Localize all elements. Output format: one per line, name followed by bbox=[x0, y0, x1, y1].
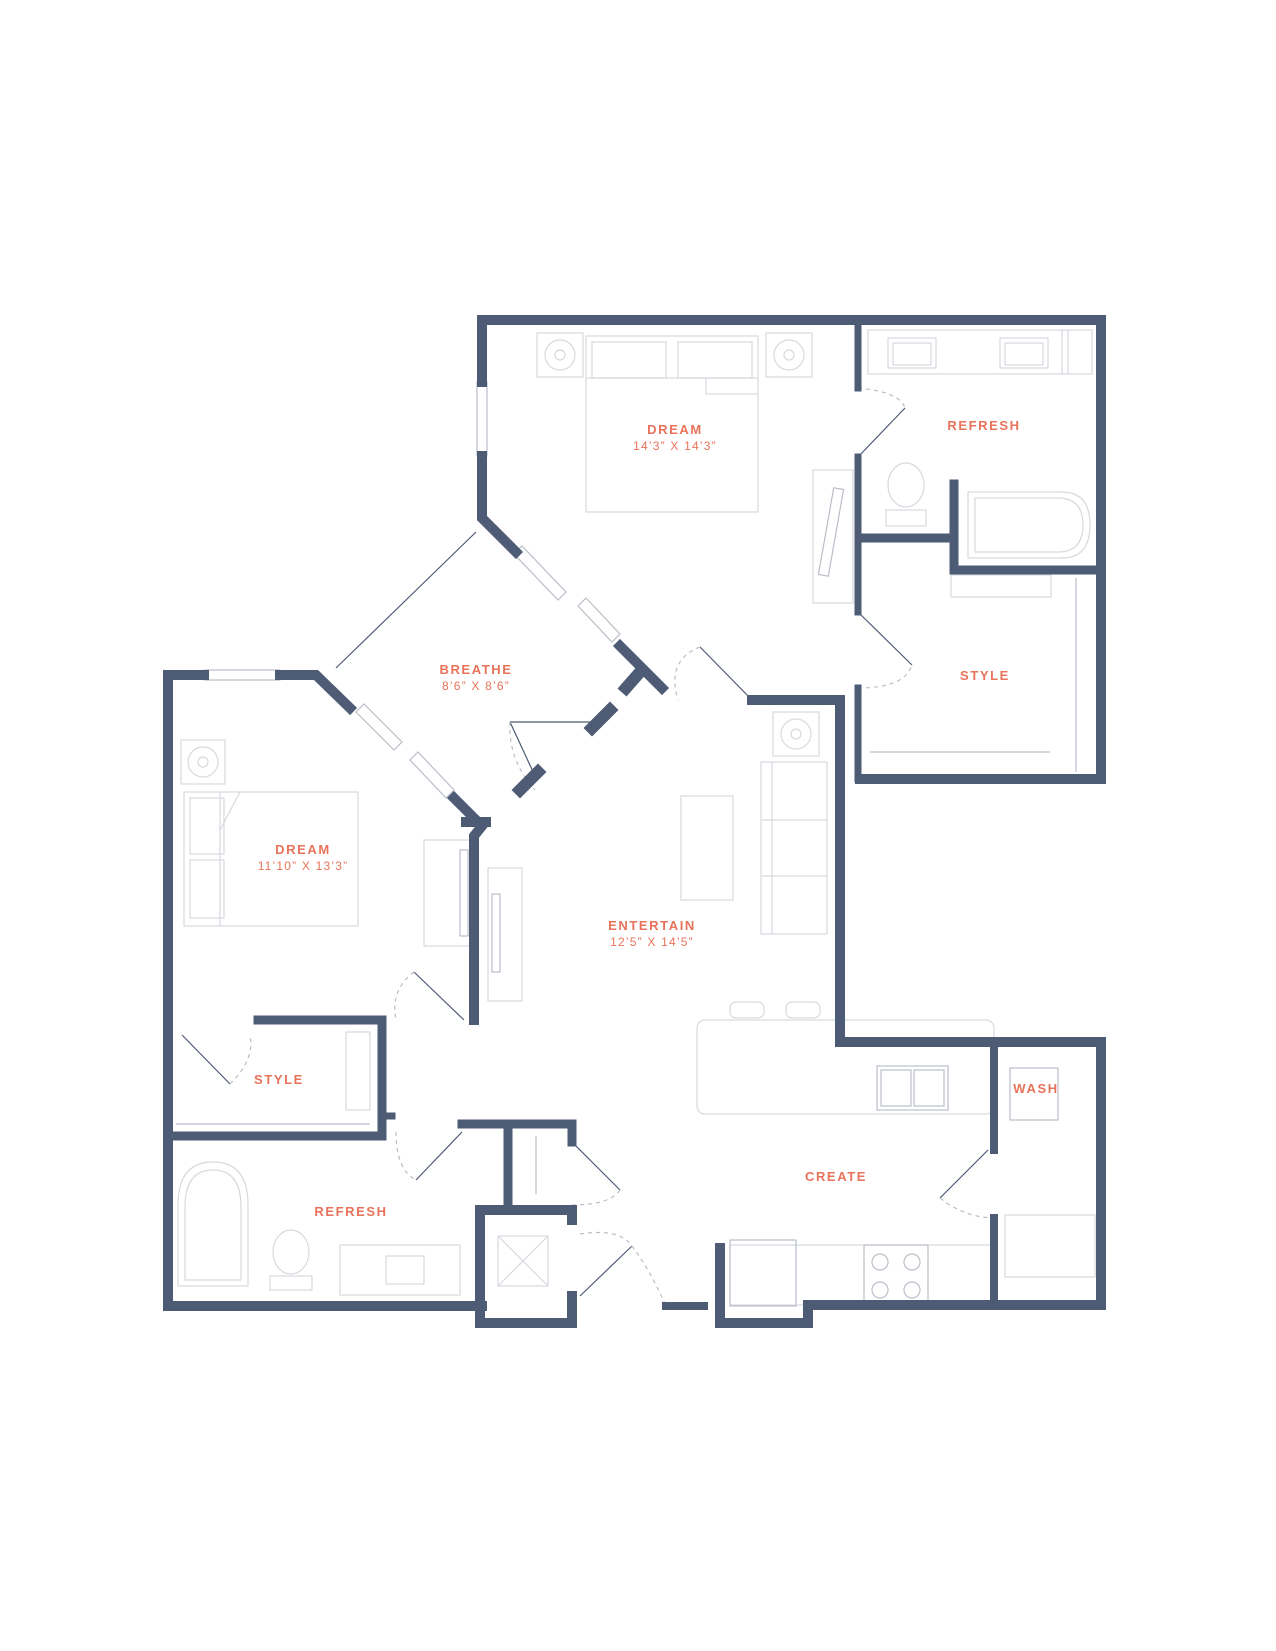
window-breathe-north-1 bbox=[513, 545, 567, 601]
door-primary-bath[interactable] bbox=[857, 407, 906, 458]
door-primary-bedroom[interactable] bbox=[699, 646, 753, 701]
bed-secondary bbox=[183, 791, 359, 927]
room-name-wash: WASH bbox=[1013, 1081, 1058, 1096]
coffee-table bbox=[680, 795, 734, 901]
linen-cabinet-primary bbox=[1061, 329, 1093, 375]
window-breathe-south-2 bbox=[409, 751, 455, 799]
closet-shelf-secondary bbox=[345, 1031, 371, 1111]
wall-breathe-stub-2 bbox=[583, 701, 619, 737]
room-name-create: CREATE bbox=[805, 1169, 867, 1184]
closet-shelf-primary bbox=[950, 574, 1052, 598]
toilet-primary bbox=[885, 462, 927, 527]
door-laundry[interactable] bbox=[939, 1149, 989, 1199]
door-secondary-bath[interactable] bbox=[415, 1131, 463, 1181]
toilet-secondary bbox=[269, 1229, 313, 1291]
wall-secondary-diag bbox=[446, 790, 489, 1025]
range-cooktop bbox=[863, 1244, 929, 1306]
room-name-breathe: BREATHE bbox=[439, 662, 512, 677]
vanity-secondary bbox=[339, 1244, 461, 1296]
wall-secondary-north-2 bbox=[275, 670, 358, 716]
water-heater bbox=[497, 1235, 549, 1287]
bar-stool-1 bbox=[729, 1001, 765, 1019]
room-labels: DREAM 14’3” X 14’3” REFRESH STYLE BREATH… bbox=[254, 418, 1058, 1219]
walls-layer bbox=[163, 315, 1106, 1328]
wall-mech-closet bbox=[475, 1205, 577, 1311]
bathtub-secondary bbox=[177, 1161, 249, 1287]
room-dim-breathe: 8’6” X 8’6” bbox=[442, 679, 510, 693]
room-name-style-primary: STYLE bbox=[960, 668, 1010, 683]
dresser-secondary bbox=[423, 839, 471, 947]
room-name-entertain: ENTERTAIN bbox=[608, 918, 696, 933]
tv-secondary bbox=[459, 849, 469, 937]
wall-living-east bbox=[747, 695, 1106, 1310]
wall-breathe-stub-1 bbox=[617, 663, 649, 697]
wall-primary-north bbox=[477, 315, 1106, 784]
nightstand-left bbox=[536, 332, 584, 378]
door-entry[interactable] bbox=[579, 1245, 633, 1297]
doors-layer bbox=[181, 387, 997, 1307]
wall-secondary-north bbox=[163, 670, 487, 1311]
vanity-counter-primary bbox=[867, 329, 1069, 375]
room-name-dream-secondary: DREAM bbox=[275, 842, 331, 857]
nightstand-right bbox=[765, 332, 813, 378]
sink-primary-2 bbox=[999, 337, 1049, 369]
bar-stool-2 bbox=[785, 1001, 821, 1019]
door-primary-closet[interactable] bbox=[857, 611, 913, 666]
window-breathe-north-2 bbox=[577, 597, 621, 643]
nightstand-secondary bbox=[180, 739, 226, 785]
windows-layer bbox=[203, 381, 621, 799]
sofa bbox=[760, 761, 828, 935]
wall-primary-west-lower bbox=[477, 451, 524, 560]
bathtub-primary bbox=[967, 491, 1091, 559]
tv-primary bbox=[817, 487, 845, 577]
washer-dryer bbox=[1009, 1067, 1059, 1121]
door-balcony[interactable] bbox=[509, 721, 536, 777]
door-coat-closet[interactable] bbox=[571, 1141, 621, 1191]
wall-breathe-stub-3 bbox=[511, 763, 547, 799]
wall-secondary-closet bbox=[163, 1015, 387, 1141]
refrigerator bbox=[729, 1239, 797, 1307]
living-chair-table bbox=[772, 711, 820, 757]
furniture-layer bbox=[176, 329, 1096, 1307]
room-name-dream-primary: DREAM bbox=[647, 422, 703, 437]
wall-mech-south bbox=[475, 1291, 577, 1328]
tv-console-living bbox=[487, 867, 523, 1002]
bed-primary bbox=[585, 335, 759, 513]
dresser-primary bbox=[812, 469, 854, 604]
tv-living bbox=[491, 893, 501, 973]
door-secondary-closet[interactable] bbox=[181, 1034, 231, 1085]
wall-hall-closet bbox=[457, 1119, 577, 1147]
window-secondary-north bbox=[203, 669, 281, 681]
wall-primary-tub bbox=[949, 479, 1103, 575]
laundry-shelf bbox=[1004, 1214, 1096, 1278]
window-breathe-south-1 bbox=[355, 703, 403, 751]
door-secondary-bedroom[interactable] bbox=[413, 971, 465, 1021]
balcony-slider-west[interactable] bbox=[335, 531, 477, 669]
kitchen-sink bbox=[876, 1065, 949, 1111]
room-name-style-secondary: STYLE bbox=[254, 1072, 304, 1087]
kitchen-island bbox=[696, 1019, 995, 1115]
room-dim-entertain: 12’5” X 14’5” bbox=[610, 935, 694, 949]
room-dim-dream-primary: 14’3” X 14’3” bbox=[633, 439, 717, 453]
room-name-refresh-secondary: REFRESH bbox=[314, 1204, 387, 1219]
room-dim-dream-secondary: 11’10” X 13’3” bbox=[258, 859, 349, 873]
kitchen-counter bbox=[729, 1244, 993, 1306]
sink-primary-1 bbox=[887, 337, 937, 369]
room-name-refresh-primary: REFRESH bbox=[947, 418, 1020, 433]
wall-kitchen-south bbox=[715, 1243, 999, 1328]
window-primary-west bbox=[476, 381, 488, 457]
